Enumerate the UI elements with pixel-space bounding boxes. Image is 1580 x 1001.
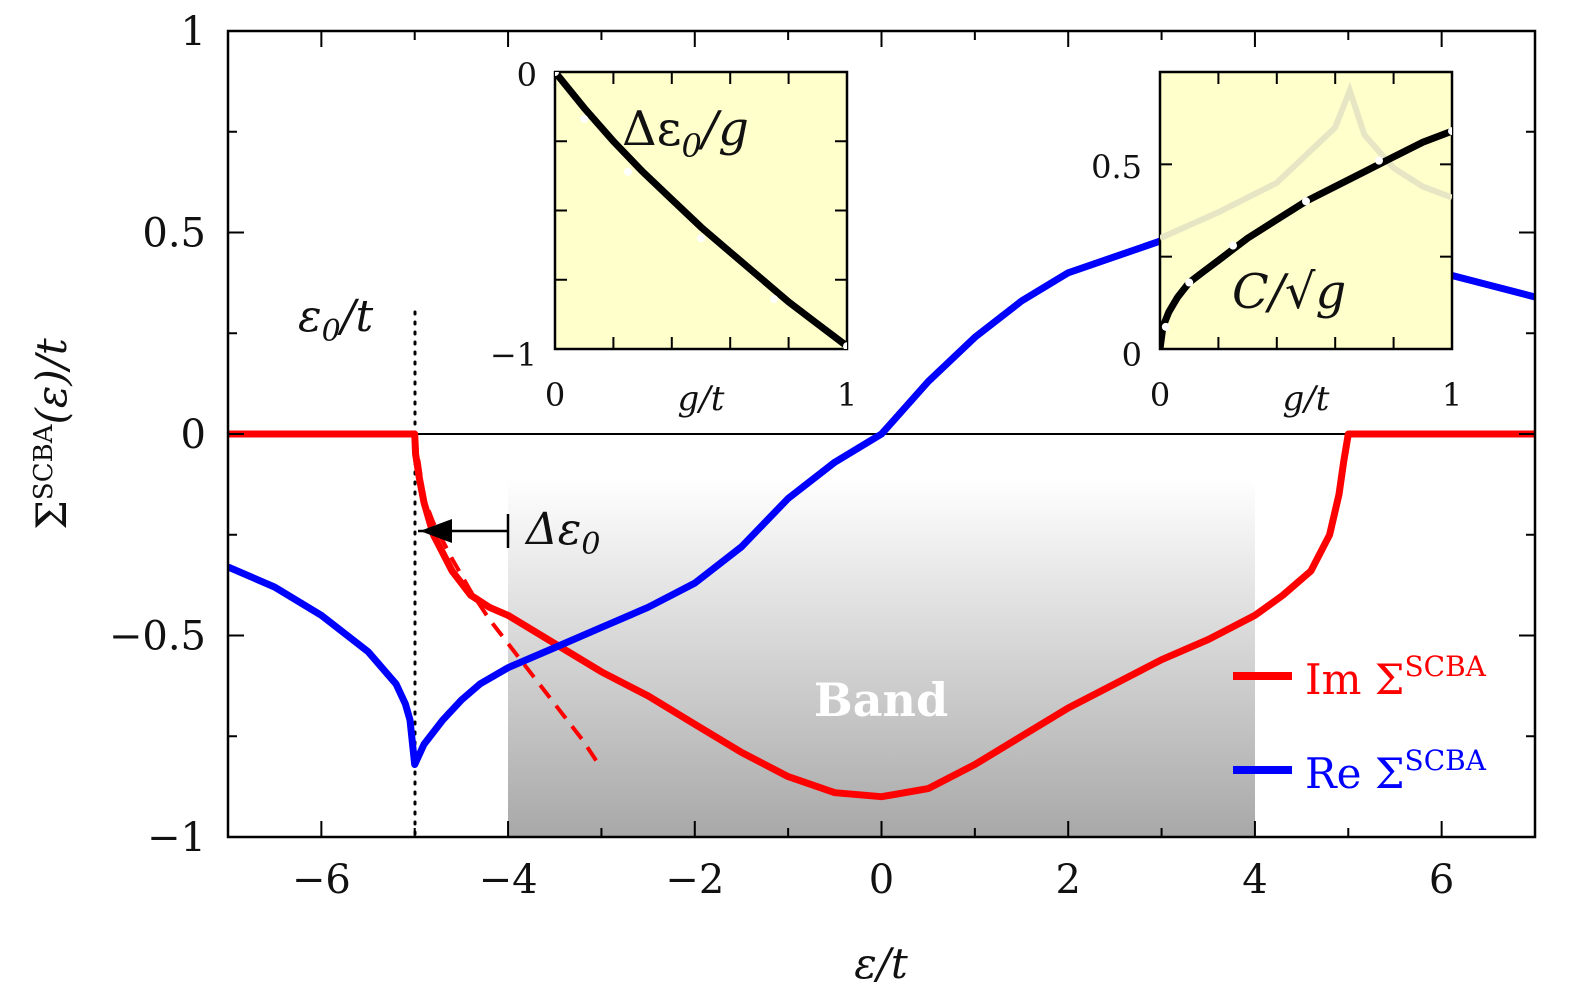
- inset2-x-tick-1: 1: [1442, 376, 1462, 414]
- inset1-y-tick-1: −1: [490, 336, 537, 374]
- inset2-x-tick-0: 0: [1150, 376, 1170, 414]
- inset-delta-eps0: Δε0/g 0 1 0 −1 g/t: [490, 56, 857, 419]
- inset1-background: [553, 70, 849, 351]
- y-axis-label: ΣSCBA(ε)/t: [27, 338, 76, 530]
- inset1-points: [555, 72, 847, 349]
- x-tick-label: 4: [1242, 857, 1267, 903]
- inset-point: [1229, 241, 1237, 250]
- delta-eps0-annotation: Δε0: [418, 504, 600, 562]
- inset1-label: Δε0/g: [622, 101, 749, 165]
- eps0-label: ε0/t: [298, 291, 374, 349]
- inset2-x-label: g/t: [1283, 379, 1330, 419]
- x-axis-label: ε/t: [854, 939, 908, 988]
- inset1-y-tick-0: 0: [517, 56, 537, 94]
- band-region: [508, 478, 1255, 837]
- inset-point: [843, 342, 847, 349]
- inset2-label: C/√g: [1232, 264, 1346, 320]
- x-tick-label: −6: [292, 857, 351, 903]
- inset-point: [580, 115, 589, 124]
- inset2-y-tick-0: 0: [1122, 336, 1142, 374]
- inset2-curve: [1160, 127, 1452, 349]
- inset-point: [624, 167, 632, 176]
- y-tick-label: −1: [147, 815, 206, 861]
- inset2-background: [1158, 70, 1454, 351]
- inset-point: [1185, 278, 1194, 287]
- inset-point: [1161, 322, 1170, 331]
- im-sigma-line: [228, 430, 1535, 801]
- inset2-y-tick-1: 0.5: [1091, 148, 1142, 186]
- x-tick-label: 2: [1055, 857, 1080, 903]
- y-tick-label: 0.5: [142, 211, 206, 257]
- y-tick-label: 0: [181, 412, 206, 458]
- inset2-ticks: [1160, 72, 1452, 349]
- delta-arrow-head: [420, 519, 452, 543]
- inset-point: [1448, 127, 1452, 136]
- inset1-ticks: [555, 72, 847, 349]
- inset-point: [697, 234, 705, 243]
- main-ticks: [227, 30, 1536, 838]
- inset2-points: [1161, 127, 1452, 331]
- inset1-x-tick-1: 1: [837, 376, 857, 414]
- inset1-x-label: g/t: [678, 379, 725, 419]
- inset-c-over-sqrt-g: C/√g 0 1 0 0.5 g/t: [1091, 70, 1462, 419]
- inset2-faint-curve: [1160, 81, 1452, 241]
- y-tick-label: 1: [181, 9, 206, 55]
- inset-point: [555, 72, 559, 76]
- inset-point: [770, 295, 778, 304]
- inset1-x-tick-0: 0: [545, 376, 565, 414]
- inset-point: [1375, 156, 1383, 165]
- inset1-curve: [555, 72, 847, 349]
- x-tick-label: 0: [869, 857, 894, 903]
- inset-point: [1302, 197, 1310, 206]
- band-label: Band: [814, 673, 948, 727]
- delta-eps0-label: Δε0: [524, 504, 600, 562]
- legend-re-label: Re ΣSCBA: [1305, 744, 1487, 798]
- legend-im-label: Im ΣSCBA: [1305, 650, 1487, 704]
- x-tick-label: −2: [665, 857, 724, 903]
- y-tick-label: −0.5: [109, 614, 206, 660]
- x-tick-label: 6: [1429, 857, 1454, 903]
- x-tick-label: −4: [479, 857, 538, 903]
- legend: Im ΣSCBA Re ΣSCBA: [1233, 650, 1487, 798]
